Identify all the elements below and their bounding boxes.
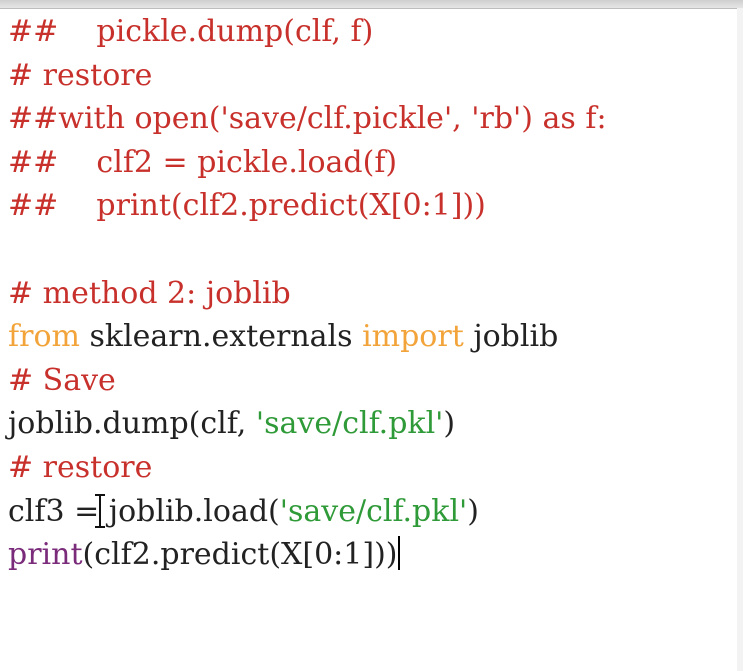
code-line[interactable]: # restore [8, 54, 733, 98]
code-line[interactable]: # method 2: joblib [8, 272, 733, 316]
code-line[interactable]: ## print(clf2.predict(X[0:1])) [8, 184, 733, 228]
code-token-plain: ) [467, 493, 479, 529]
code-token-comment: # restore [8, 57, 153, 93]
code-token-comment: ##with open('save/clf.pickle', 'rb') as … [8, 101, 607, 137]
code-token-plain: joblib [463, 319, 559, 355]
code-token-plain: (clf2.predict(X[0:1])) [82, 537, 398, 573]
code-line[interactable]: # Save [8, 359, 733, 403]
code-line[interactable]: ## clf2 = pickle.load(f) [8, 141, 733, 185]
code-token-comment: # method 2: joblib [8, 275, 291, 311]
code-line[interactable]: ## pickle.dump(clf, f) [8, 10, 733, 54]
code-token-string: 'save/clf.pkl' [279, 493, 468, 529]
code-token-plain: clf3 = joblib.load( [8, 493, 280, 529]
code-editor[interactable]: ## pickle.dump(clf, f) # restore ##with op… [8, 10, 733, 577]
text-caret [398, 536, 401, 571]
code-token-comment: ## print(clf2.predict(X[0:1])) [8, 188, 486, 224]
code-line[interactable]: print(clf2.predict(X[0:1])) [8, 533, 733, 577]
code-token-comment: # Save [8, 362, 116, 398]
code-token-string: 'save/clf.pkl' [255, 406, 444, 442]
code-token-plain: joblib.dump(clf, [8, 406, 256, 442]
code-token-plain: ) [443, 406, 456, 442]
window-titlebar [0, 0, 743, 9]
code-token-builtin: print [8, 537, 83, 573]
code-line[interactable]: clf3 = joblib.load('save/clf.pkl') [8, 490, 733, 534]
code-token-comment: # restore [8, 449, 153, 485]
code-line[interactable]: from sklearn.externals import joblib [8, 315, 733, 359]
code-line[interactable]: # restore [8, 446, 733, 490]
code-line[interactable]: joblib.dump(clf, 'save/clf.pkl') [8, 402, 733, 446]
code-token-keyword: import [362, 319, 464, 355]
vertical-scrollbar[interactable] [737, 8, 743, 671]
code-token-comment: ## clf2 = pickle.load(f) [8, 144, 398, 180]
ibeam-cursor-icon [93, 494, 107, 528]
code-token-plain: sklearn.externals [79, 319, 363, 355]
code-line[interactable]: ​ [8, 228, 733, 272]
code-token-comment: ## pickle.dump(clf, f) [8, 14, 374, 49]
code-token-keyword: from [8, 319, 80, 355]
code-line[interactable]: ##with open('save/clf.pickle', 'rb') as … [8, 97, 733, 141]
